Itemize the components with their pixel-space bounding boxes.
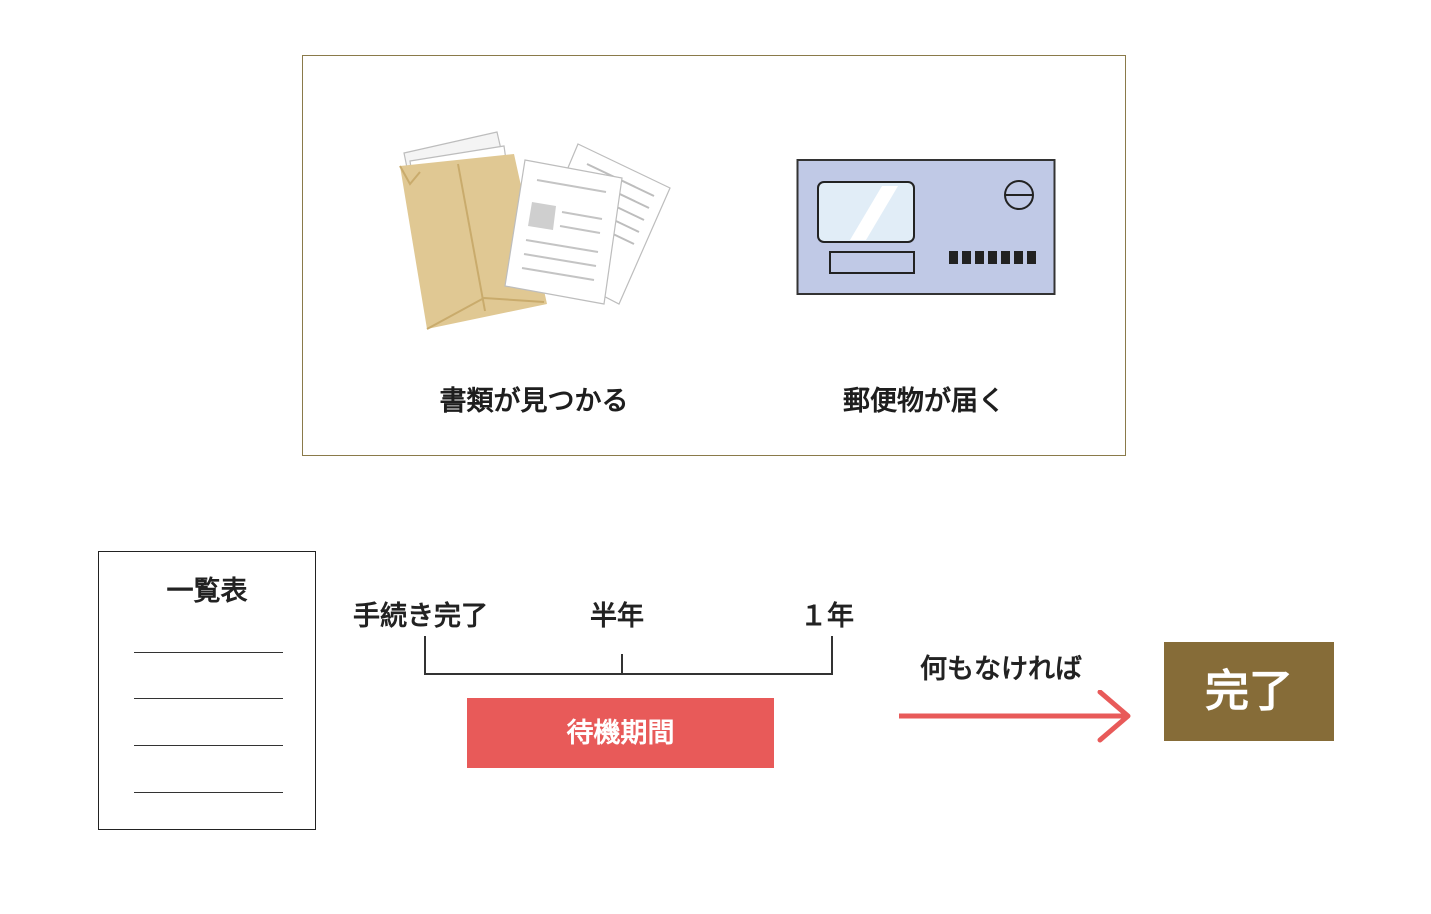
done-badge: 完了	[1164, 642, 1334, 741]
list-line	[134, 652, 283, 653]
waiting-period-label: 待機期間	[566, 717, 675, 749]
timeline-start-label: 手続き完了	[353, 601, 488, 632]
timeline-one-year-label: １年	[800, 601, 854, 632]
postcard-icon	[796, 159, 1056, 295]
list-line	[134, 698, 283, 699]
documents-envelope-icon	[399, 131, 671, 330]
timeline-half-year-label: 半年	[590, 601, 644, 632]
list-line	[134, 792, 283, 793]
list-document-icon: 一覧表	[98, 551, 316, 830]
documents-caption: 書類が見つかる	[439, 386, 629, 417]
waiting-period-bar: 待機期間	[467, 698, 774, 768]
example-panel	[302, 55, 1126, 456]
list-title: 一覧表	[166, 576, 248, 607]
list-line	[134, 745, 283, 746]
mail-caption: 郵便物が届く	[843, 386, 1005, 417]
timeline-bracket	[424, 636, 833, 675]
condition-label: 何もなければ	[920, 654, 1082, 685]
done-label: 完了	[1205, 665, 1293, 717]
right-arrow-icon	[899, 690, 1131, 743]
